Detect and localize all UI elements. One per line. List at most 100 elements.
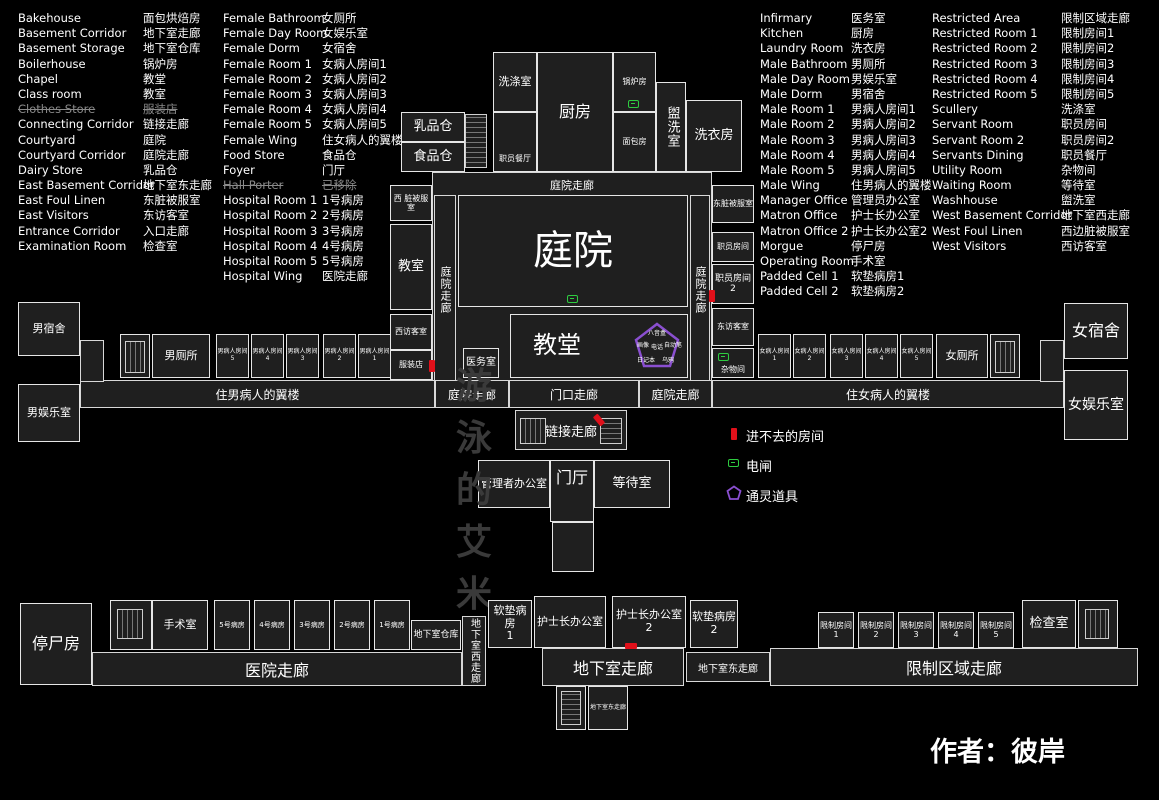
room-waiting: 等待室 [594,460,670,508]
room-label: 男病人房间 [324,348,355,356]
room-west-foul-linen: 西 脏被服室 [390,185,432,221]
generator-icon [567,295,578,303]
courtyard-corridor-bottom-east: 庭院走廊 [639,380,712,408]
glossary-en: Foyer [223,162,255,177]
room-bakehouse: 面包房 [613,112,656,172]
male-wing-corridor: 住男病人的翼楼 [80,380,435,408]
glossary-zh: 手术室 [851,254,886,268]
courtyard-corridor-bottom-west: 庭院走廊 [435,380,509,408]
glossary-en: Hospital Room 3 [223,223,318,238]
glossary-entry: Basement Corridor 地下室走廊 [18,26,201,41]
glossary-en: Infirmary [760,11,813,25]
glossary-zh: 女病人房间4 [322,102,387,117]
female-wing-connector [1040,340,1064,382]
glossary-en: Restricted Room 3 [932,56,1038,71]
author-credit: 作者：彼岸 [930,737,1065,768]
glossary-en: East Visitors [18,208,89,223]
glossary-en: Morgue [760,238,804,253]
glossary-zh: 地下室走廊 [143,26,201,41]
glossary-en: Female Room 5 [223,117,312,132]
ouija-label: 自动笔 [664,341,682,349]
room-label: 2号病房 [339,620,365,629]
watermark-char: 泳 [455,417,492,459]
courtyard-corridor-west: 庭院走廊 [434,195,456,385]
basement-lower-stairs [556,686,586,730]
glossary-zh: 女厕所 [322,11,357,25]
room-label: 限制房间 [980,620,1012,630]
glossary-zh: 锅炉房 [143,56,178,71]
room-hospital-room: 1号病房 [374,600,410,650]
room-label: 5 [230,355,235,362]
glossary-zh: 护士长办公室 [851,208,920,223]
glossary-en: Basement Corridor [18,26,127,41]
glossary-zh: 4号病房 [322,238,364,253]
ouija-pentagon-icon [634,322,680,368]
room-label: 限制房间 [860,620,892,630]
west-basement-corridor: 地下室西走廊 [462,616,486,686]
glossary-zh: 庭院 [143,132,166,147]
glossary-zh: 男病人房间4 [851,147,916,162]
glossary-en: Hospital Room 2 [223,208,318,223]
room-morgue: 停尸房 [20,603,92,685]
glossary-en: Female Room 1 [223,56,312,71]
glossary-zh: 男宿舍 [851,86,886,101]
glossary-zh: 门厅 [322,162,345,177]
glossary-en: Dairy Store [18,162,83,177]
room-label: 男病人房间 [287,348,318,356]
hospital-wing-corridor: 医院走廊 [92,652,462,686]
room-label: 男病人房间 [217,348,248,356]
glossary-zh: 职员房间2 [1061,132,1115,147]
glossary-en: Basement Storage [18,41,125,56]
glossary-en: Padded Cell 2 [760,284,839,299]
room-servant-1: 职员房间 [712,232,754,262]
glossary-zh: 女娱乐室 [322,26,368,41]
room-scullery: 洗涤室 [493,52,537,112]
glossary-zh: 地下室东走廊 [143,178,212,193]
watermark-char: 艾 [455,521,492,563]
basement-lower-room: 地下室东走廊 [588,686,628,730]
room-label: 2 [807,355,812,362]
room-label: 1号病房 [379,620,405,629]
room-examination: 检查室 [1022,600,1076,648]
glossary-en: Hospital Room 5 [223,254,318,268]
room-label: 限制房间 [820,620,852,630]
glossary-zh: 医务室 [851,11,886,25]
glossary-en: Laundry Room [760,41,844,56]
room-label: 1 [772,355,777,362]
stairs [520,418,546,444]
room-courtyard: 庭院 [458,195,688,307]
